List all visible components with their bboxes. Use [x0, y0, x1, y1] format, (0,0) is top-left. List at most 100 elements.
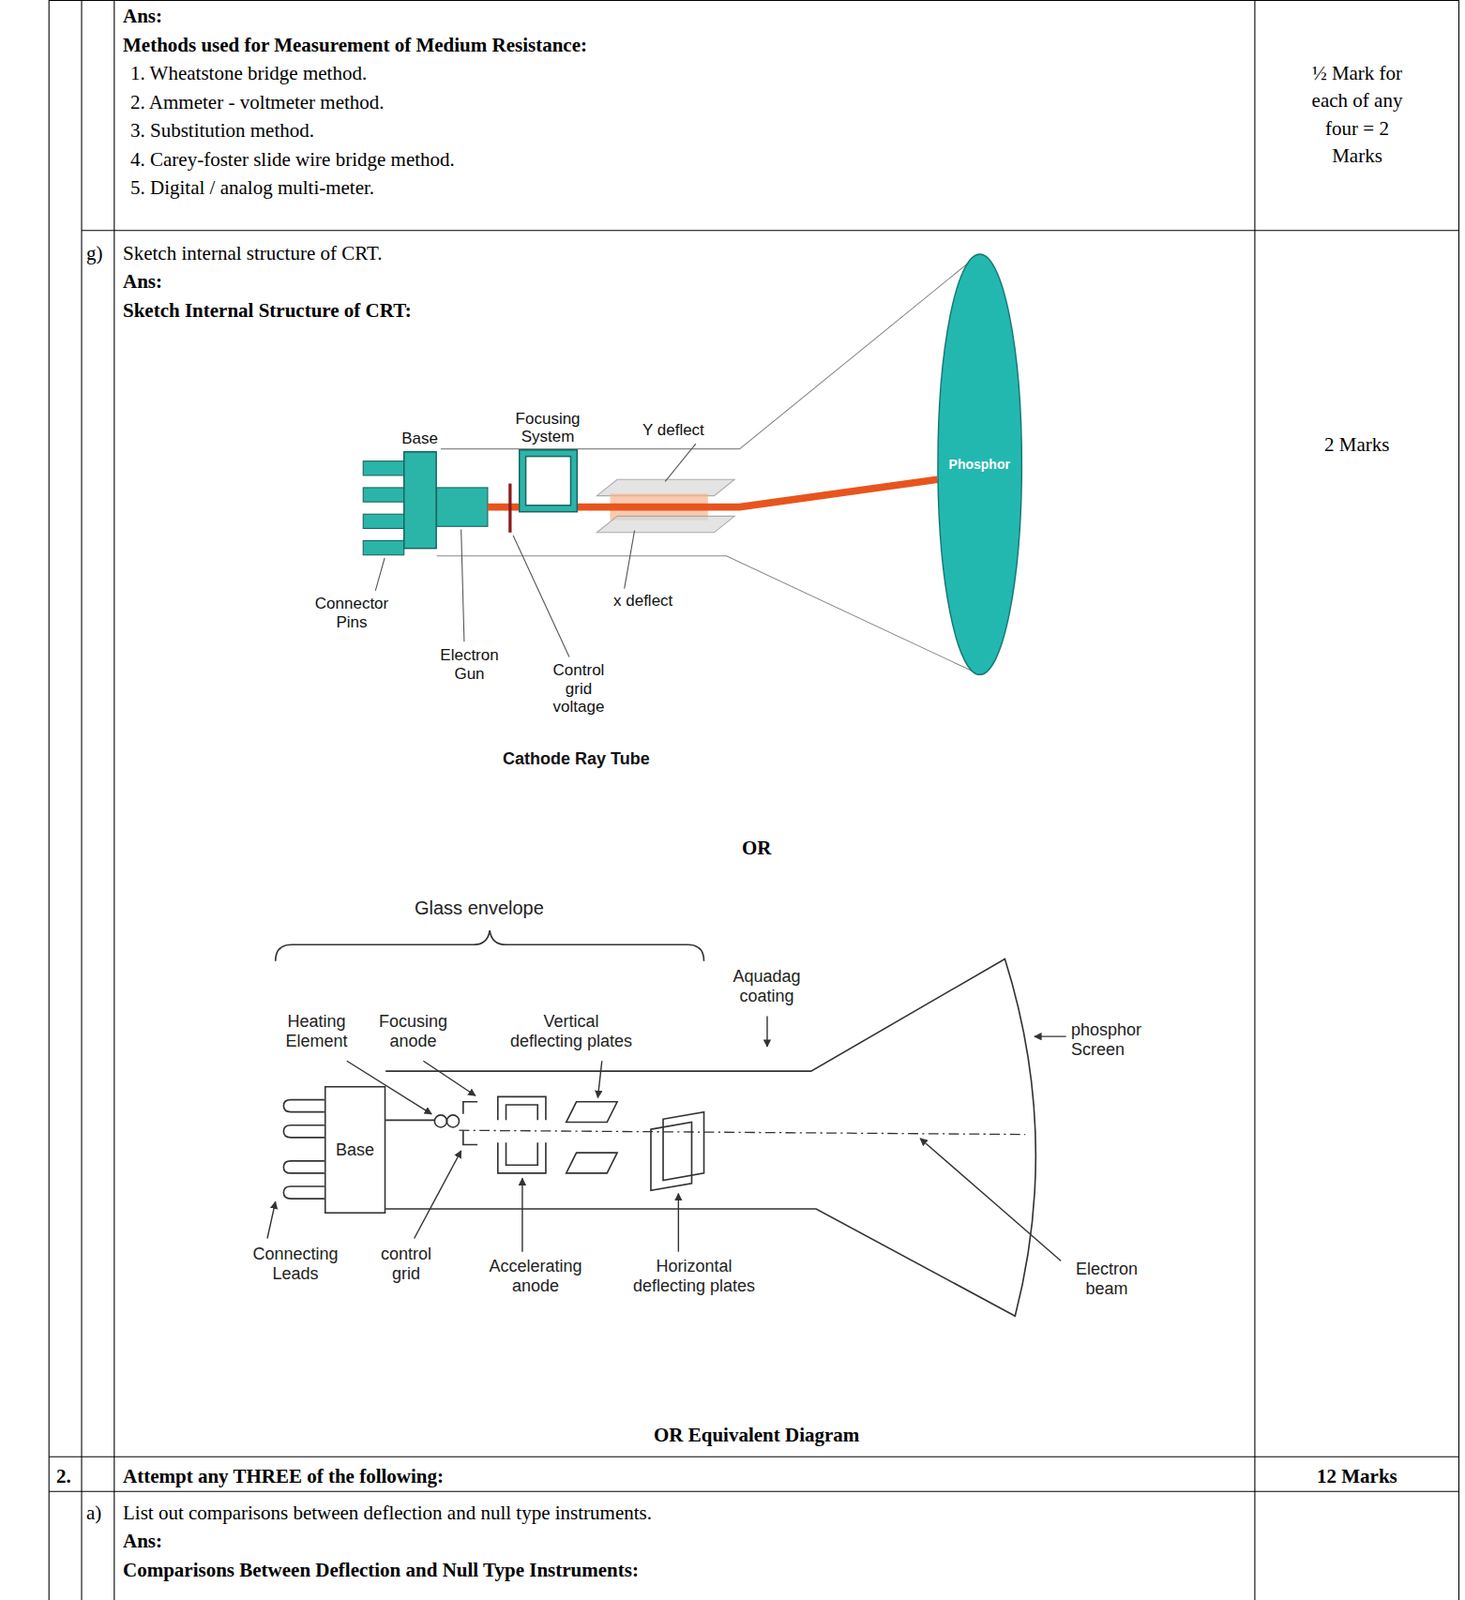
block-outline	[325, 1087, 386, 1213]
part-label: control grid	[377, 1244, 436, 1284]
marks-note: 2 Marks	[1324, 431, 1390, 459]
pointer-arrows	[267, 1015, 1067, 1261]
control-grid	[463, 1102, 478, 1146]
pointer-arrow	[422, 1060, 475, 1096]
connecting-lead	[283, 1161, 325, 1174]
part-label: phosphor Screen	[1071, 1020, 1151, 1059]
connector-pin	[362, 487, 405, 502]
electron-beam	[458, 1130, 1026, 1134]
phosphor-screen: Phosphor	[936, 253, 1023, 676]
base-block: Base	[403, 451, 438, 549]
question-text: List out comparisons between deflection …	[122, 1499, 652, 1527]
envelope-line	[440, 254, 980, 450]
block-fill	[403, 452, 436, 549]
connector-pin	[362, 513, 405, 529]
marks-note: ½ Mark for each of any four = 2 Marks	[1306, 60, 1408, 171]
pointer-arrow	[597, 1060, 602, 1098]
leader-line	[624, 530, 635, 590]
envelope-line	[437, 556, 981, 675]
list-item: 1. Wheatstone bridge method.	[130, 60, 367, 88]
pointer-arrow	[766, 1015, 768, 1047]
answer-label: Ans:	[122, 1527, 163, 1556]
table-line	[48, 1456, 1459, 1458]
part-label: Glass envelope	[414, 897, 544, 920]
question-number: a)	[86, 1499, 102, 1527]
part-label: Horizontal deflecting plates	[630, 1256, 758, 1296]
horizontal-plate	[663, 1112, 705, 1181]
part-label: Heating Element	[281, 1011, 352, 1051]
part-label: x deflect	[613, 591, 673, 611]
question-text: Sketch internal structure of CRT.	[122, 240, 383, 268]
question-number: 2.	[56, 1463, 72, 1491]
part-label: Accelerating anode	[483, 1256, 588, 1296]
part-label: Focusing anode	[373, 1011, 454, 1051]
node-shape	[403, 451, 438, 549]
part-label: Connecting Leads	[248, 1244, 343, 1284]
block-fill	[518, 449, 577, 512]
pointer-arrow	[1034, 1035, 1067, 1037]
part-label: Aquadag coating	[726, 966, 807, 1006]
pointer-arrow	[267, 1201, 276, 1239]
pointer-arrow	[414, 1150, 462, 1239]
figure-caption: Cathode Ray Tube	[502, 749, 650, 771]
crt-sketch	[267, 930, 1067, 1316]
figure-caption: OR Equivalent Diagram	[653, 1421, 860, 1450]
node-label: Base	[324, 1140, 386, 1161]
heating-coil	[446, 1115, 459, 1128]
table-line	[1253, 0, 1255, 1600]
vertical-plate	[566, 1152, 618, 1174]
block-window	[525, 455, 571, 505]
crt-illustration	[362, 254, 980, 675]
answer-label: Ans:	[122, 2, 163, 31]
part-label: Vertical deflecting plates	[507, 1011, 635, 1051]
vertical-plate	[566, 1102, 618, 1123]
focusing-anode	[498, 1096, 546, 1120]
connecting-lead	[283, 1186, 325, 1199]
marks-note: 12 Marks	[1316, 1463, 1398, 1491]
part-label: Electron beam	[1069, 1259, 1145, 1299]
heater-wire	[385, 1119, 435, 1122]
accelerating-anode	[498, 1142, 546, 1174]
section-heading: Methods used for Measurement of Medium R…	[122, 31, 588, 60]
part-label: Connector Pins	[309, 594, 394, 632]
connector-pin	[362, 541, 405, 556]
table-line	[1458, 0, 1460, 1600]
list-item: 2. Ammeter - voltmeter method.	[130, 89, 385, 117]
table-line	[48, 0, 1459, 1]
answer-label: Ans:	[122, 268, 163, 296]
control-grid	[508, 483, 512, 533]
heating-coil	[434, 1115, 447, 1128]
table-grid	[48, 0, 1459, 1600]
list-item: 3. Substitution method.	[130, 117, 315, 145]
leader-lines	[375, 443, 696, 657]
question-number: g)	[86, 240, 104, 268]
node-label: Focusing System	[510, 409, 586, 447]
deflection-plate	[596, 479, 735, 496]
screen-fill	[937, 254, 1022, 675]
part-label: Control grid voltage	[545, 661, 612, 717]
connecting-lead	[283, 1125, 325, 1138]
electron-gun	[437, 487, 488, 527]
table-line	[113, 0, 115, 1600]
section-heading: Sketch Internal Structure of CRT:	[122, 297, 412, 325]
node-label: Base	[401, 429, 438, 449]
pointer-arrow	[920, 1138, 1061, 1262]
or-separator: OR	[741, 834, 772, 862]
table-line	[48, 0, 50, 1600]
leader-line	[461, 529, 465, 643]
list-item: 5. Digital / analog multi-meter.	[130, 174, 375, 202]
table-line	[48, 1491, 1459, 1493]
pointer-arrow	[678, 1193, 680, 1253]
list-item: 4. Carey-foster slide wire bridge method…	[130, 146, 455, 174]
leader-line	[513, 535, 570, 657]
instruction: Attempt any THREE of the following:	[122, 1463, 444, 1491]
leader-line	[664, 443, 696, 482]
leader-line	[375, 558, 385, 591]
node-label: Phosphor	[936, 456, 1023, 472]
base-block: Base	[324, 1086, 386, 1214]
section-heading: Comparisons Between Deflection and Null …	[122, 1556, 639, 1585]
pointer-arrow	[521, 1178, 523, 1252]
table-line	[81, 229, 1459, 231]
